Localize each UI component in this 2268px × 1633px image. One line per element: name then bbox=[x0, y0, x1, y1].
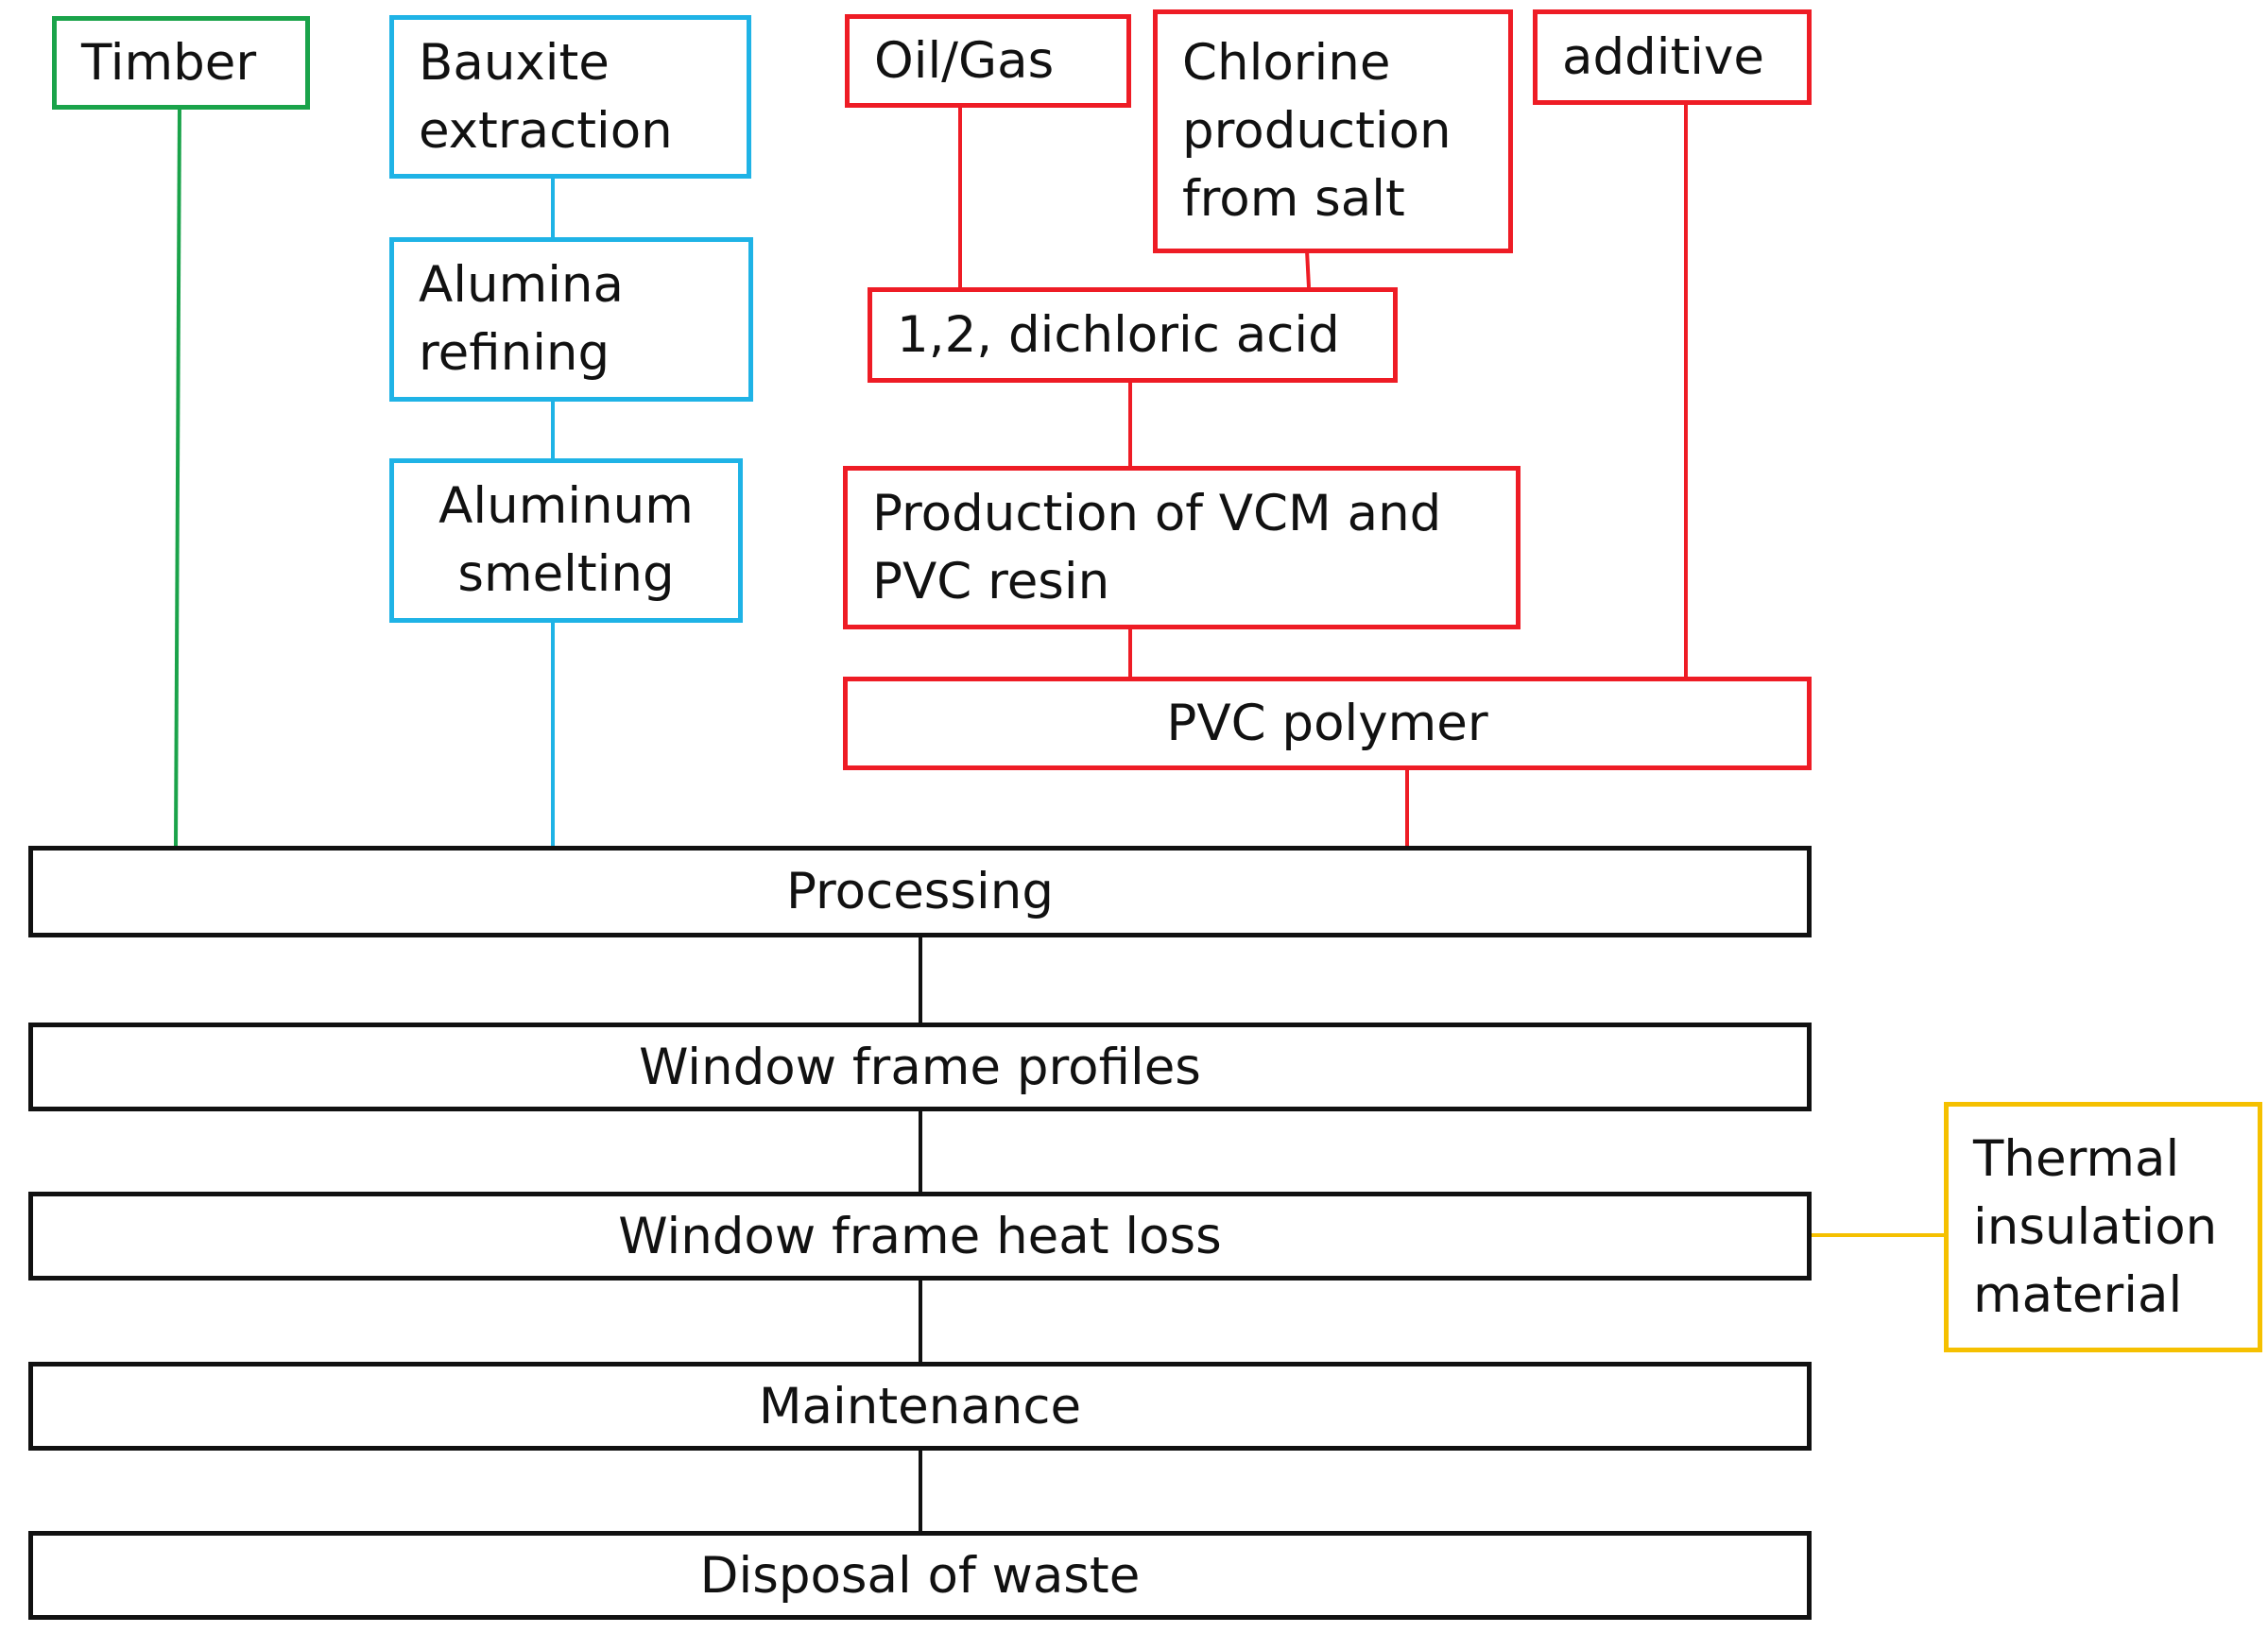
processing-box: Processing bbox=[28, 846, 1812, 937]
connector-timber-processing bbox=[174, 105, 181, 847]
alumina-refining-box: Alumina refining bbox=[389, 237, 753, 402]
thermal-insulation-material-box: Thermal insulation material bbox=[1944, 1102, 2262, 1352]
dichloric-acid-box: 1,2, dichloric acid bbox=[868, 287, 1398, 383]
window-frame-heat-loss-box: Window frame heat loss bbox=[28, 1192, 1812, 1281]
window-frame-profiles-box: Window frame profiles bbox=[28, 1023, 1812, 1111]
vcm-pvc-resin-box: Production of VCM and PVC resin bbox=[843, 466, 1521, 629]
chlorine-production-box: Chlorine production from salt bbox=[1153, 9, 1513, 253]
pvc-polymer-box: PVC polymer bbox=[843, 677, 1812, 770]
maintenance-box: Maintenance bbox=[28, 1362, 1812, 1451]
additive-box: additive bbox=[1533, 9, 1812, 105]
disposal-of-waste-box: Disposal of waste bbox=[28, 1531, 1812, 1620]
oil-gas-box: Oil/Gas bbox=[845, 14, 1131, 108]
aluminum-smelting-box: Aluminum smelting bbox=[389, 458, 743, 623]
timber-box: Timber bbox=[52, 16, 310, 110]
bauxite-extraction-box: Bauxite extraction bbox=[389, 15, 751, 179]
connector-chlorine-dichloric bbox=[1305, 249, 1311, 288]
